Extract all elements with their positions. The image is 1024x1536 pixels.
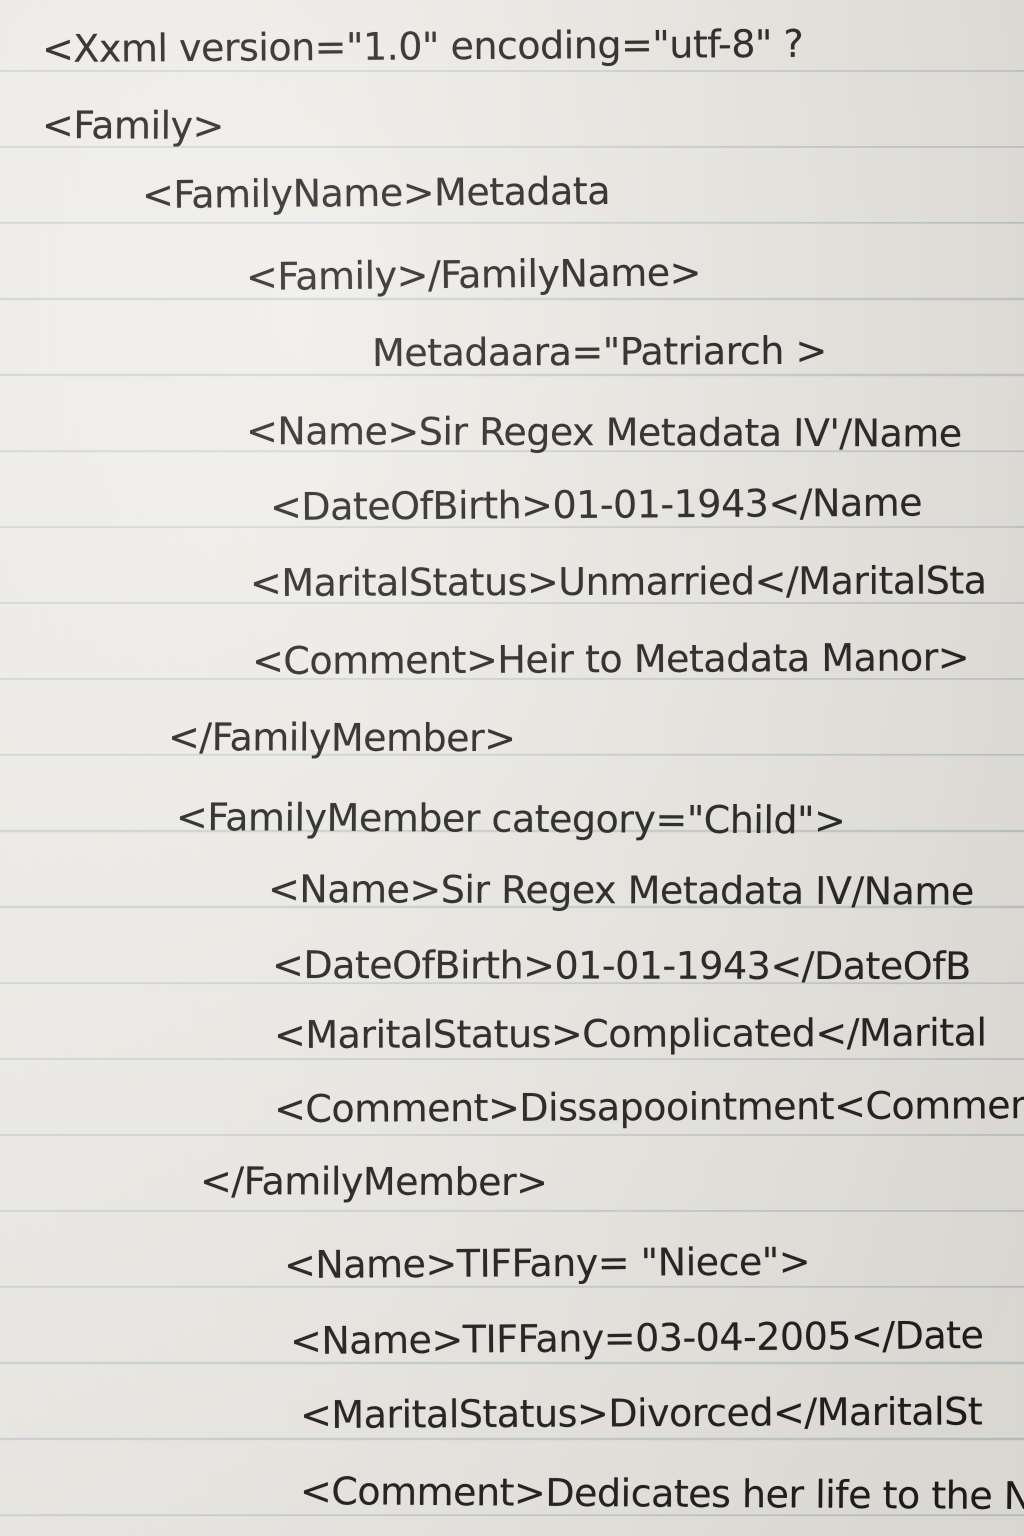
family-open-tag-line: <Family> [41, 103, 225, 148]
family-member-close-line: </FamilyMember> [167, 715, 516, 761]
patriarch-comment-line: <Comment>Heir to Metadata Manor> [251, 635, 970, 683]
family-name-line: <FamilyName>Metadata [141, 168, 611, 217]
niece-date-line: <Name>TIFFany=03-04-2005</Date [289, 1312, 984, 1363]
xml-declaration-line: <Xxml version="1.0" encoding="utf-8" ? [41, 21, 804, 71]
child-member-open-line: <FamilyMember category="Child"> [175, 795, 846, 843]
child-comment-line: <Comment>Dissapoointment<Comment [273, 1082, 1024, 1131]
patriarch-attribute-line: Metadaara="Patriarch > [371, 328, 827, 375]
niece-marital-line: <MaritalStatus>Divorced</MaritalSt [299, 1389, 983, 1437]
child-dob-line: <DateOfBirth>01-01-1943</DateOfB [271, 943, 971, 989]
patriarch-marital-line: <MaritalStatus>Unmarried</MaritalSta [249, 558, 987, 605]
patriarch-name-line: <Name>Sir Regex Metadata IV'/Name [245, 409, 962, 456]
child-name-line: <Name>Sir Regex Metadata IV/Name [267, 867, 974, 914]
niece-comment-line: <Comment>Dedicates her life to the Nibbl… [299, 1469, 1024, 1520]
family-name-close-line: <Family>/FamilyName> [245, 250, 702, 299]
niece-name-line: <Name>TIFFany= "Niece"> [283, 1239, 811, 1287]
family-member-close-line: </FamilyMember> [199, 1159, 548, 1205]
child-marital-line: <MaritalStatus>Complicated</Marital [273, 1010, 987, 1057]
patriarch-dob-line: <DateOfBirth>01-01-1943</Name [269, 480, 923, 529]
